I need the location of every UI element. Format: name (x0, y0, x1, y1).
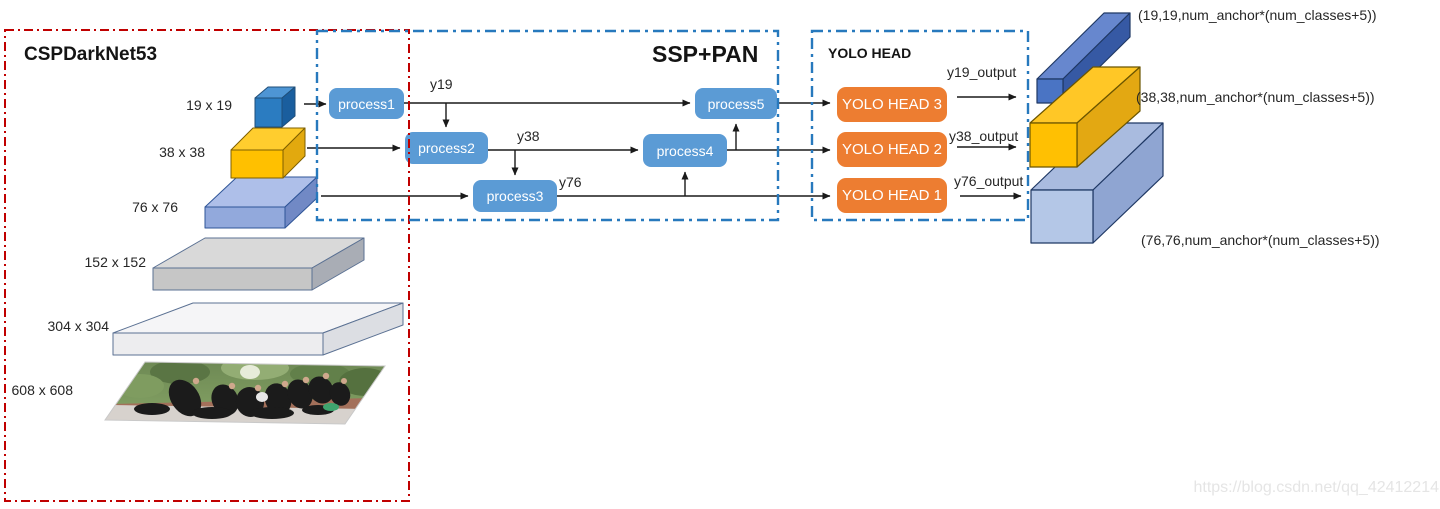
label-y38: y38 (517, 128, 540, 144)
process5-box: process5 (695, 88, 777, 119)
process2-box: process2 (405, 132, 488, 164)
label-shape-19: (19,19,num_anchor*(num_classes+5)) (1138, 7, 1377, 23)
label-y38-output: y38_output (949, 128, 1019, 144)
label-shape-38: (38,38,num_anchor*(num_classes+5)) (1136, 89, 1375, 105)
label-y76-output: y76_output (954, 173, 1024, 189)
feature-block-19 (254, 86, 296, 128)
feature-block-152 (152, 237, 365, 291)
output-tensor-38 (1029, 66, 1141, 168)
label-y19: y19 (430, 76, 453, 92)
label-19x19: 19 x 19 (186, 97, 232, 113)
yolo-head-2-box: YOLO HEAD 2 (837, 132, 947, 167)
watermark: https://blog.csdn.net/qq_42412214 (1193, 479, 1439, 496)
backbone-title: CSPDarkNet53 (24, 44, 158, 65)
label-y76: y76 (559, 174, 582, 190)
output-tensor-76 (1030, 122, 1164, 244)
input-image-608 (104, 361, 386, 425)
feature-block-304 (112, 302, 404, 356)
yolo-head-1-box: YOLO HEAD 1 (837, 178, 947, 213)
green-object (323, 403, 339, 411)
label-608x608: 608 x 608 (11, 382, 74, 398)
label-76x76: 76 x 76 (132, 199, 178, 215)
feature-block-38 (230, 127, 306, 179)
process4-box: process4 (643, 134, 727, 167)
process1-box: process1 (329, 88, 404, 119)
yolo-head-3-box: YOLO HEAD 3 (837, 87, 947, 122)
label-shape-76: (76,76,num_anchor*(num_classes+5)) (1141, 232, 1380, 248)
head-title: YOLO HEAD (828, 45, 912, 61)
feature-block-76 (204, 176, 318, 229)
label-y19-output: y19_output (947, 64, 1017, 80)
label-152x152: 152 x 152 (84, 254, 147, 270)
label-304x304: 304 x 304 (47, 318, 110, 334)
process3-box: process3 (473, 180, 557, 212)
label-38x38: 38 x 38 (159, 144, 205, 160)
neck-title: SSP+PAN (652, 41, 759, 67)
